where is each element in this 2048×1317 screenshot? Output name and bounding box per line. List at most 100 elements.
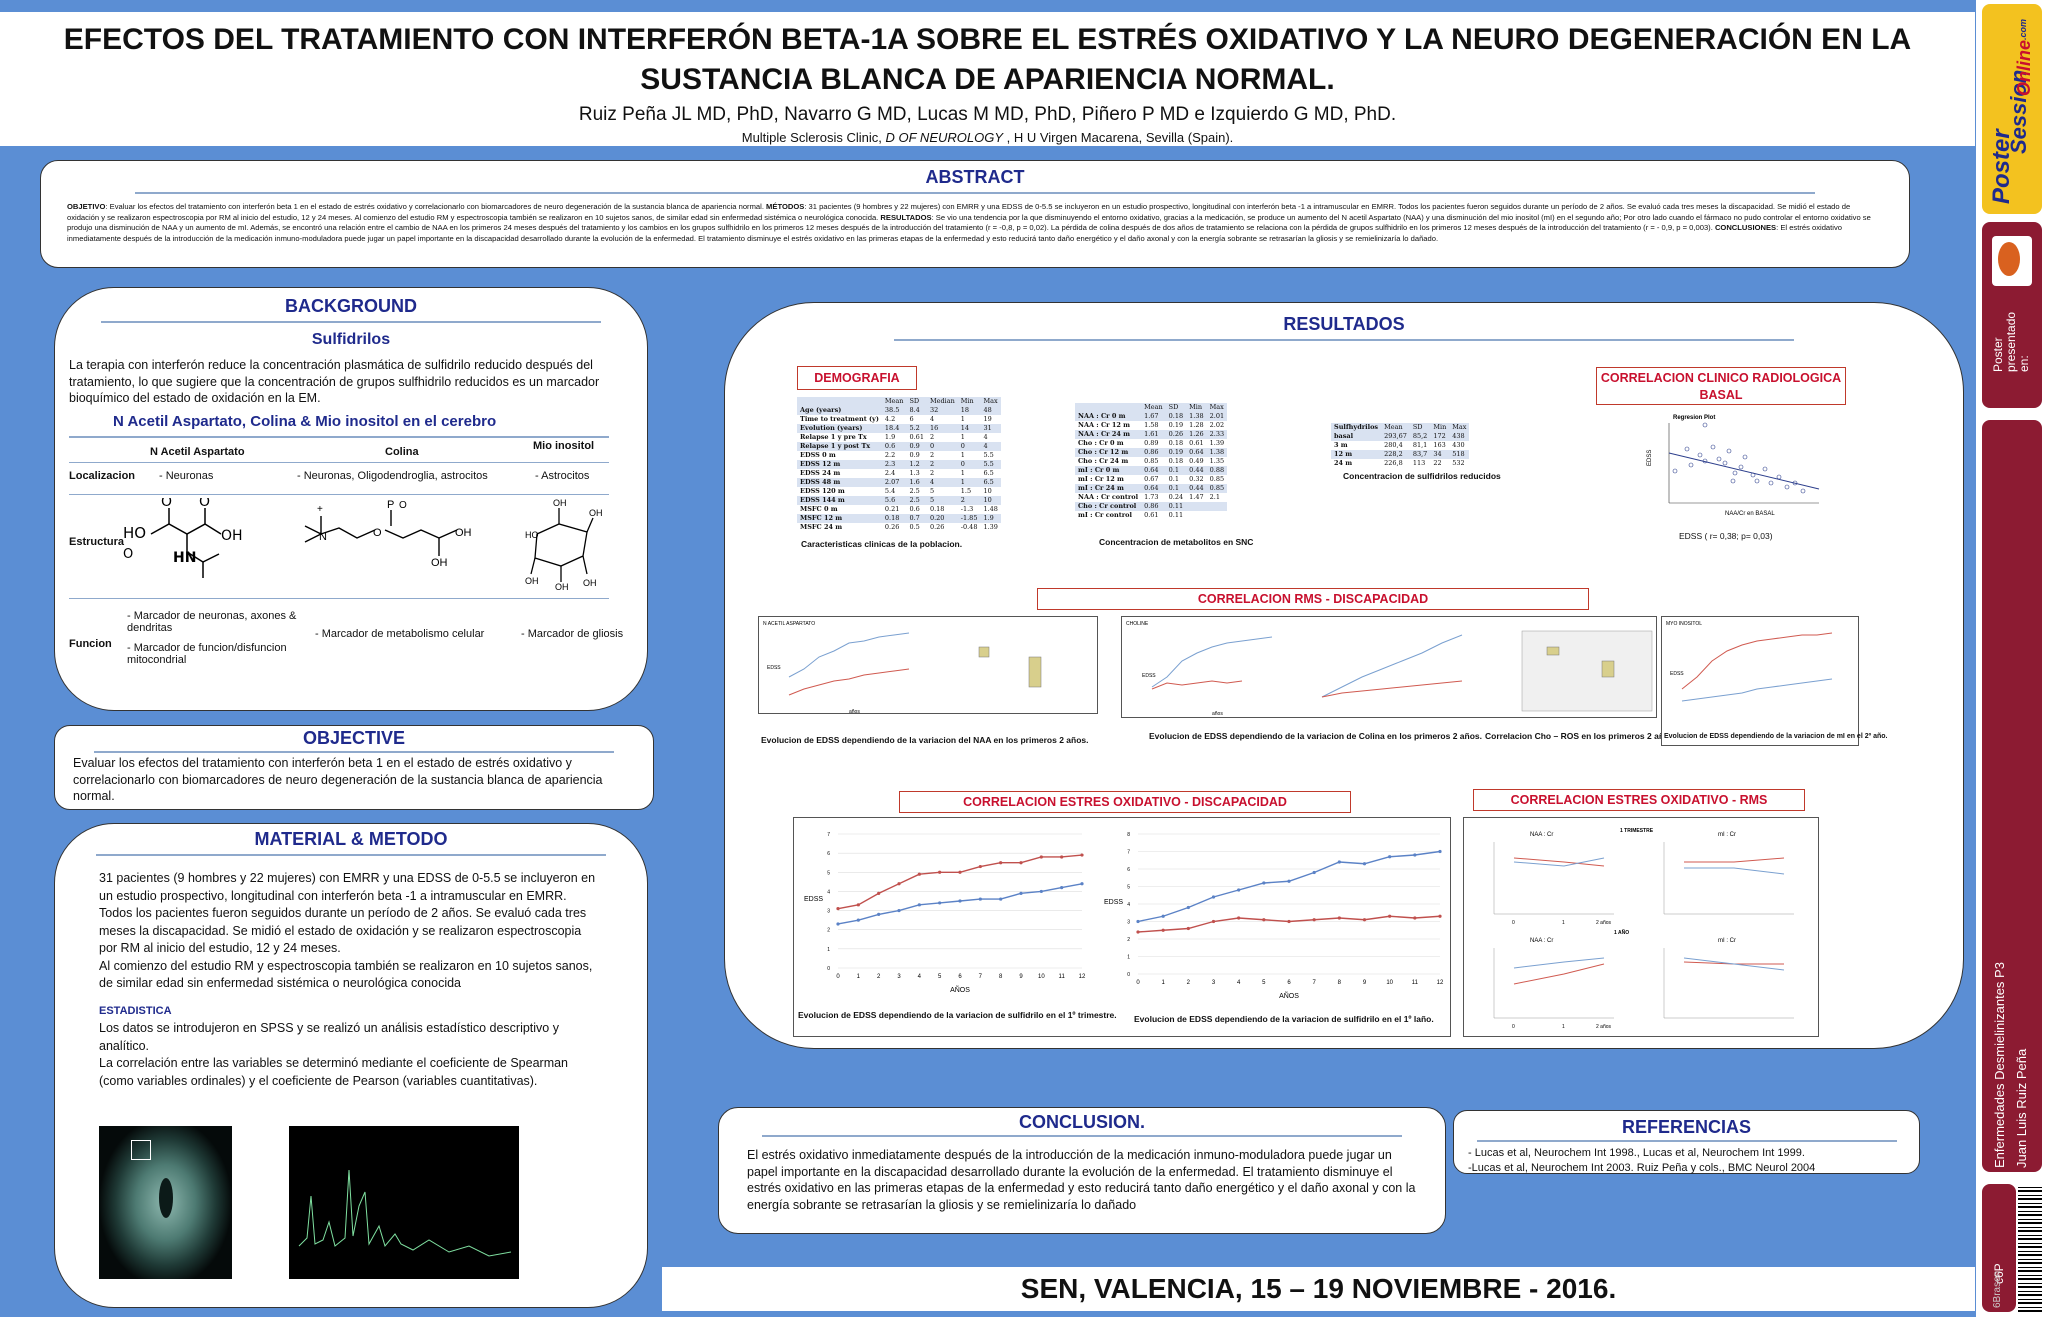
svg-text:mI : Cr: mI : Cr (1718, 938, 1736, 944)
row-label: 24 m (1334, 459, 1353, 467)
loc-mio: - Astrocitos (535, 469, 590, 482)
x-tick-label: 6 (958, 974, 962, 980)
table-cell: 0.7 (906, 514, 927, 523)
table-cell: 0.32 (1189, 475, 1204, 483)
methods-p2: Todos los pacientes fueron seguidos dura… (99, 906, 587, 955)
table-cell: 0.67 (1144, 475, 1159, 483)
y-tick-label: 5 (827, 870, 830, 876)
table-cell: 6.5 (980, 478, 1001, 487)
regression-point (1792, 480, 1798, 486)
svg-text:O: O (199, 498, 210, 510)
table-cell (1206, 502, 1228, 511)
y-tick-label: 6 (1127, 867, 1130, 873)
table-cell: 2.4 (884, 469, 896, 477)
table-cell: 4 (929, 415, 935, 423)
table-cell: 1.35 (1209, 457, 1225, 465)
table-cell: 172 (1430, 432, 1450, 441)
regression-point (1722, 460, 1728, 466)
table-cell: 0.44 (1186, 484, 1207, 493)
cap-cho: Evolucion de EDSS dependiendo de la vari… (1149, 731, 1482, 741)
table-cell: 2.07 (881, 478, 907, 487)
table-cell: 2.5 (909, 487, 920, 495)
y-tick-label: 2 (827, 928, 830, 934)
regression-point (1702, 422, 1708, 428)
ox-cap-1: Evolucion de EDSS dependiendo de la vari… (798, 1010, 1117, 1020)
y-tick-label: 3 (1127, 920, 1130, 926)
y-tick-label: 6 (827, 851, 830, 857)
svg-text:N ACETIL ASPARTATO: N ACETIL ASPARTATO (763, 621, 815, 627)
svg-text:OH: OH (555, 582, 569, 590)
spectrum-plot (298, 1169, 512, 1257)
data-point (1211, 919, 1216, 924)
table-cell: 0.64 (1141, 466, 1166, 475)
x-axis-label: AÑOS (1279, 991, 1299, 1000)
methods-panel: MATERIAL & METODO 31 pacientes (9 hombre… (54, 823, 648, 1308)
data-point (958, 870, 962, 874)
cap-mi: Evolucion de EDSS dependiendo de la vari… (1664, 733, 1888, 740)
table-cell: 228,2 (1381, 450, 1410, 459)
svg-text:O: O (399, 500, 407, 511)
x-tick-label: 8 (1338, 980, 1342, 986)
table-cell: 10 (980, 496, 1001, 505)
regression-point (1702, 458, 1708, 464)
svg-text:HO: HO (123, 524, 146, 542)
correlacion-basal-title: CORRELACION CLINICO RADIOLOGICA BASAL (1596, 367, 1846, 405)
table-cell: 1.61 (1141, 430, 1166, 439)
data-point (1019, 861, 1023, 865)
table-cell: 14 (957, 424, 981, 433)
data-point (1080, 853, 1084, 857)
methods-p1: 31 pacientes (9 hombres y 22 mujeres) co… (99, 871, 596, 903)
table-cell: 5.5 (983, 451, 994, 459)
stat-title: ESTADISTICA (99, 1004, 172, 1017)
table-cell: 1 (957, 478, 981, 487)
regression-point (1750, 472, 1756, 478)
svg-text:1: 1 (1562, 1024, 1565, 1030)
table-cell: 1.2 (906, 460, 927, 469)
table-cell: 1.3 (909, 469, 920, 477)
divider (135, 192, 1815, 194)
x-tick-label: 12 (1079, 974, 1086, 980)
row-label: Cho : Cr 0 m (1078, 439, 1124, 447)
svg-text:NAA/Cr en BASAL: NAA/Cr en BASAL (1725, 511, 1775, 517)
x-tick-label: 2 (877, 974, 881, 980)
svg-text:NAA : Cr: NAA : Cr (1530, 832, 1553, 838)
svg-text:OH: OH (589, 508, 603, 518)
table-cell: 5.2 (906, 424, 927, 433)
svg-text:CHOLINE: CHOLINE (1126, 621, 1149, 627)
table-cell: 0.85 (1144, 457, 1159, 465)
table-cell: 0.49 (1189, 457, 1204, 465)
table-cell (1186, 511, 1206, 520)
x-tick-label: 2 (1187, 980, 1191, 986)
svg-text:NAA : Cr: NAA : Cr (1530, 938, 1553, 944)
objective-title: OBJECTIVE (302, 728, 406, 748)
table-cell: 438 (1449, 432, 1470, 441)
col-naa: N Acetil Aspartato (150, 445, 245, 458)
divider (94, 751, 614, 753)
table-cell: 2.1 (1209, 493, 1220, 501)
conclusion-panel: CONCLUSION. El estrés oxidativo inmediat… (718, 1107, 1446, 1234)
table-cell: 2 (957, 496, 981, 505)
table-cell: 2.2 (884, 451, 896, 459)
table-cell: 4 (980, 442, 1001, 451)
table-cell (1186, 502, 1207, 511)
col-colina: Colina (385, 445, 419, 458)
svg-text:2 años: 2 años (1596, 920, 1612, 926)
row-label: mI : Cr 12 m (1078, 475, 1124, 483)
data-point (1161, 914, 1165, 918)
demografia-title: DEMOGRAFIA (797, 366, 917, 390)
met-caption: Concentracion de metabolitos en SNC (1099, 537, 1254, 547)
series-line (1137, 915, 1441, 933)
svg-text:EDSS: EDSS (1647, 450, 1653, 466)
y-tick-label: 0 (827, 966, 830, 972)
svg-text:1 TRIMESTRE: 1 TRIMESTRE (1620, 828, 1654, 834)
